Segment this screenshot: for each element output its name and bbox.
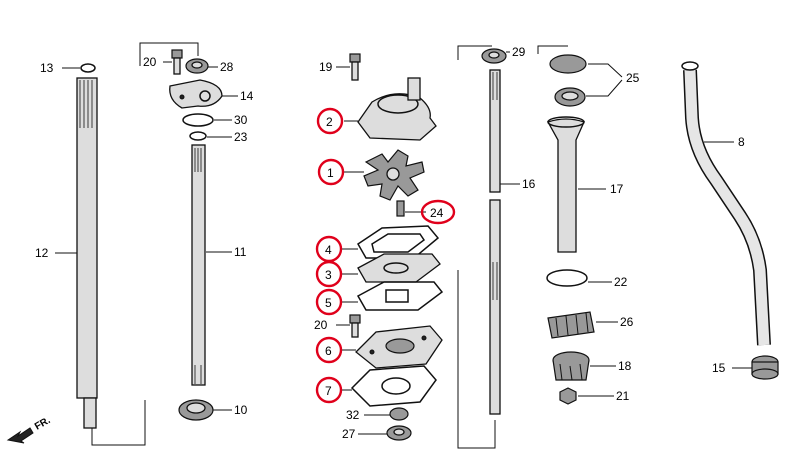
part-11-shaft[interactable]	[191, 144, 206, 386]
part-29-seal[interactable]	[481, 48, 507, 64]
label-26: 26	[620, 315, 634, 329]
part-30-o-ring[interactable]	[182, 113, 214, 127]
label-11: 11	[234, 245, 247, 259]
label-8: 8	[738, 135, 745, 149]
label-30: 30	[234, 113, 248, 127]
part-20-bolt-lower[interactable]	[349, 314, 361, 338]
part-4-gasket[interactable]	[357, 225, 440, 259]
highlight-circle-3	[315, 260, 343, 288]
label-1: 1	[327, 166, 334, 180]
part-21-nut[interactable]	[559, 387, 577, 405]
label-32: 32	[346, 408, 360, 422]
label-24: 24	[430, 206, 444, 220]
front-direction-arrow: FR.	[6, 415, 53, 444]
part-23-clip[interactable]	[189, 131, 207, 141]
part-28-seal[interactable]	[185, 58, 209, 74]
label-3: 3	[325, 268, 332, 282]
highlight-circle-1	[317, 158, 345, 186]
highlight-circle-2	[316, 107, 344, 135]
part-22-shim[interactable]	[546, 269, 588, 287]
label-17: 17	[610, 182, 624, 196]
label-18: 18	[618, 359, 632, 373]
label-19: 19	[319, 60, 333, 74]
part-24-key[interactable]	[396, 200, 405, 217]
label-23: 23	[234, 130, 248, 144]
part-32-seal[interactable]	[389, 407, 409, 421]
label-16: 16	[522, 177, 536, 191]
part-19-bolt[interactable]	[349, 53, 361, 81]
part-10-grommet[interactable]	[178, 399, 214, 421]
part-2-pump-housing[interactable]	[357, 77, 437, 141]
part-16-drive-shaft[interactable]	[489, 69, 501, 415]
label-5: 5	[325, 296, 332, 310]
part-13-clip[interactable]	[80, 63, 96, 73]
label-2: 2	[326, 115, 333, 129]
highlight-circle-24	[420, 199, 456, 225]
highlight-circle-7	[315, 376, 343, 404]
part-5-gasket[interactable]	[356, 281, 444, 311]
highlight-circle-6	[315, 336, 343, 364]
part-26-bearing[interactable]	[547, 311, 595, 339]
label-6: 6	[325, 344, 332, 358]
label-27: 27	[342, 427, 356, 441]
part-7-gasket[interactable]	[350, 365, 437, 407]
label-20-lower: 20	[314, 318, 328, 332]
label-4: 4	[325, 243, 332, 257]
part-20-bolt-upper[interactable]	[171, 49, 183, 75]
label-14: 14	[240, 89, 254, 103]
part-12-long-shaft[interactable]	[76, 77, 98, 429]
label-29: 29	[512, 45, 526, 59]
label-20-upper: 20	[143, 55, 157, 69]
label-15: 15	[712, 361, 726, 375]
highlight-circle-5	[315, 288, 343, 316]
label-25: 25	[626, 71, 640, 85]
part-3-plate[interactable]	[357, 253, 441, 283]
part-15-grommet[interactable]	[751, 355, 779, 380]
part-25-bearing[interactable]	[549, 54, 587, 107]
part-17-tube[interactable]	[547, 116, 585, 253]
label-12: 12	[35, 246, 49, 260]
part-27-seal[interactable]	[386, 425, 412, 441]
part-6-pump-case[interactable]	[355, 325, 443, 369]
part-14-holder[interactable]	[169, 79, 223, 109]
label-10: 10	[234, 403, 248, 417]
part-18-gear[interactable]	[552, 351, 590, 381]
label-13: 13	[40, 61, 54, 75]
label-22: 22	[614, 275, 628, 289]
label-7: 7	[325, 384, 332, 398]
part-8-water-tube[interactable]	[681, 61, 771, 346]
label-28: 28	[220, 60, 234, 74]
label-21: 21	[616, 389, 630, 403]
part-1-impeller[interactable]	[363, 149, 425, 201]
direction-label: FR.	[33, 415, 53, 433]
